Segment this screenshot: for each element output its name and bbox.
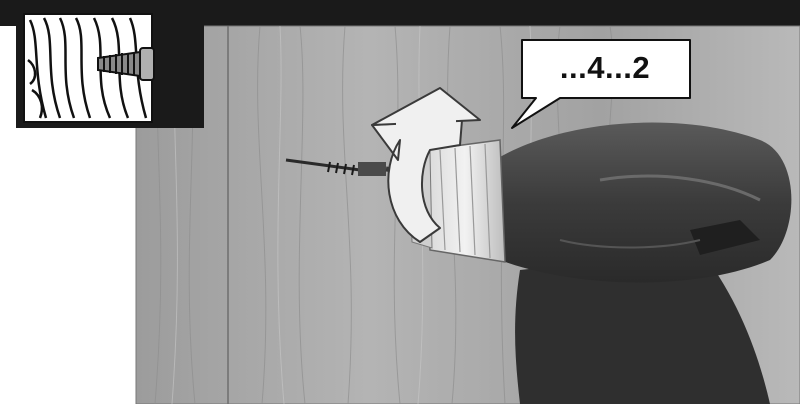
wood-screw-icon [16,8,204,128]
callout-text: ...4...2 [545,40,665,96]
